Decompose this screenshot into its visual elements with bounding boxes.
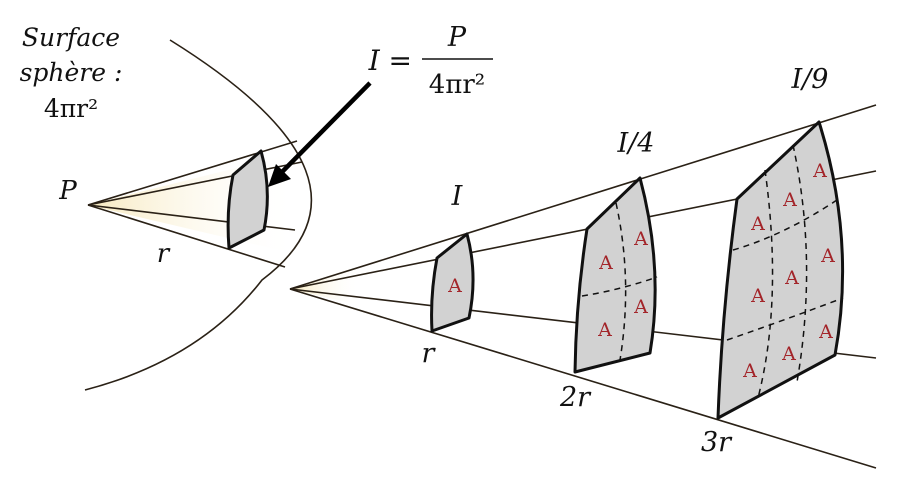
radius-label: r — [157, 239, 171, 269]
intensity-formula: I = P 4πr² — [368, 22, 493, 100]
grid-dash — [757, 169, 774, 399]
grid-dash — [726, 297, 844, 341]
source-label: P — [58, 176, 77, 206]
area-letter: A — [750, 213, 765, 235]
area-letter: A — [812, 160, 827, 182]
area-letter: A — [597, 319, 612, 341]
area-letter: A — [598, 252, 613, 274]
surface-line-1: Surface — [22, 23, 120, 52]
distance-label-r: r — [422, 338, 437, 369]
formula-numerator: P — [447, 22, 467, 53]
sphere-patch — [226, 149, 269, 250]
area-letter: A — [820, 245, 835, 267]
grid-dash — [581, 276, 658, 297]
intensity-label-r: I — [451, 181, 464, 212]
surface-formula: 4πr² — [44, 94, 98, 123]
distance-label-3r: 3r — [701, 427, 733, 458]
formula-denominator: 4πr² — [429, 70, 485, 100]
distance-label-2r: 2r — [559, 382, 592, 413]
area-letter: A — [633, 296, 648, 318]
area-letter: A — [818, 321, 833, 343]
expanding-cone: A A A A A A A A A A A A A A — [289, 104, 877, 469]
surface-line-2: sphère : — [20, 58, 123, 87]
formula-lhs: I = — [368, 44, 412, 77]
patch-2r — [573, 176, 657, 374]
area-letter: A — [784, 267, 799, 289]
sphere-section — [84, 39, 313, 391]
area-letter: A — [782, 189, 797, 211]
patch-3r — [716, 120, 845, 420]
patch-r — [430, 232, 475, 333]
area-letter: A — [750, 285, 765, 307]
area-letter: A — [633, 228, 648, 250]
ray — [289, 104, 877, 290]
grid-dash — [732, 197, 841, 251]
area-letter: A — [447, 275, 462, 297]
ray — [289, 288, 877, 469]
area-letter: A — [742, 360, 757, 382]
intensity-label-2r: I/4 — [617, 128, 655, 159]
pointer-arrow — [268, 81, 372, 187]
ray — [87, 204, 286, 268]
grid-dash — [615, 202, 627, 361]
intensity-label-3r: I/9 — [791, 64, 829, 95]
area-letter: A — [781, 343, 796, 365]
